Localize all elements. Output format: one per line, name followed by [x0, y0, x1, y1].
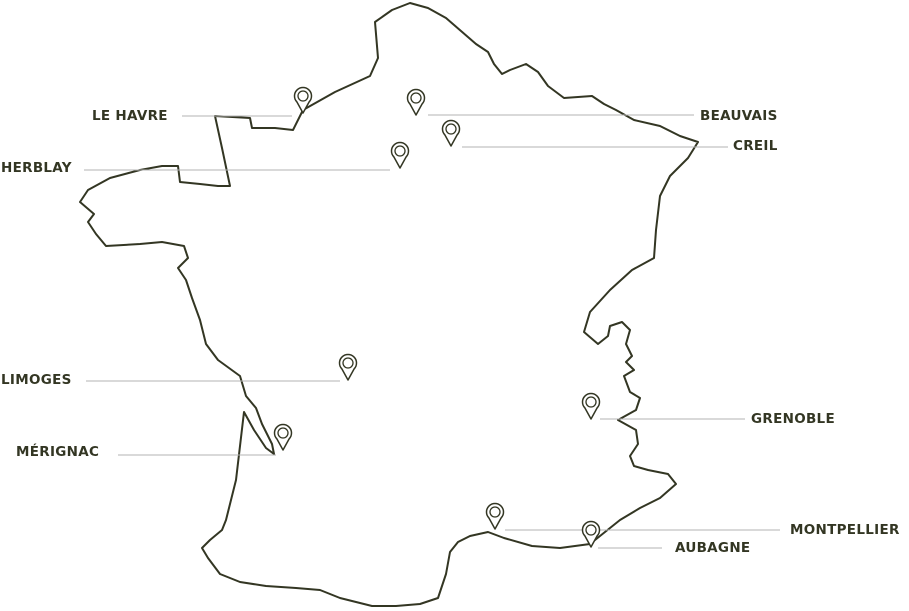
- city-labels: LE HAVRE BEAUVAIS CREIL HERBLAY LIMOGES …: [1, 108, 900, 556]
- city-label-limoges: LIMOGES: [1, 372, 72, 388]
- france-outline: [79, 2, 699, 607]
- map-pin-icon[interactable]: [390, 141, 410, 169]
- city-label-le-havre: LE HAVRE: [92, 108, 168, 124]
- map-pin-icon[interactable]: [581, 392, 601, 420]
- city-label-merignac: MÉRIGNAC: [16, 443, 99, 460]
- leader-lines: [84, 114, 780, 549]
- map-pin-icon[interactable]: [338, 353, 358, 381]
- map-pin-icon[interactable]: [581, 520, 601, 548]
- city-label-beauvais: BEAUVAIS: [700, 108, 778, 124]
- map-pin-icon[interactable]: [406, 88, 426, 116]
- map-pin-icon[interactable]: [441, 119, 461, 147]
- city-label-montpellier: MONTPELLIER: [790, 522, 900, 538]
- pin-markers: [273, 86, 601, 548]
- map-pin-icon[interactable]: [485, 502, 505, 530]
- city-label-grenoble: GRENOBLE: [751, 411, 835, 427]
- city-label-herblay: HERBLAY: [1, 160, 72, 176]
- city-label-creil: CREIL: [733, 138, 778, 154]
- map-pin-icon[interactable]: [273, 423, 293, 451]
- map-pin-icon[interactable]: [293, 86, 313, 114]
- city-label-aubagne: AUBAGNE: [675, 540, 750, 556]
